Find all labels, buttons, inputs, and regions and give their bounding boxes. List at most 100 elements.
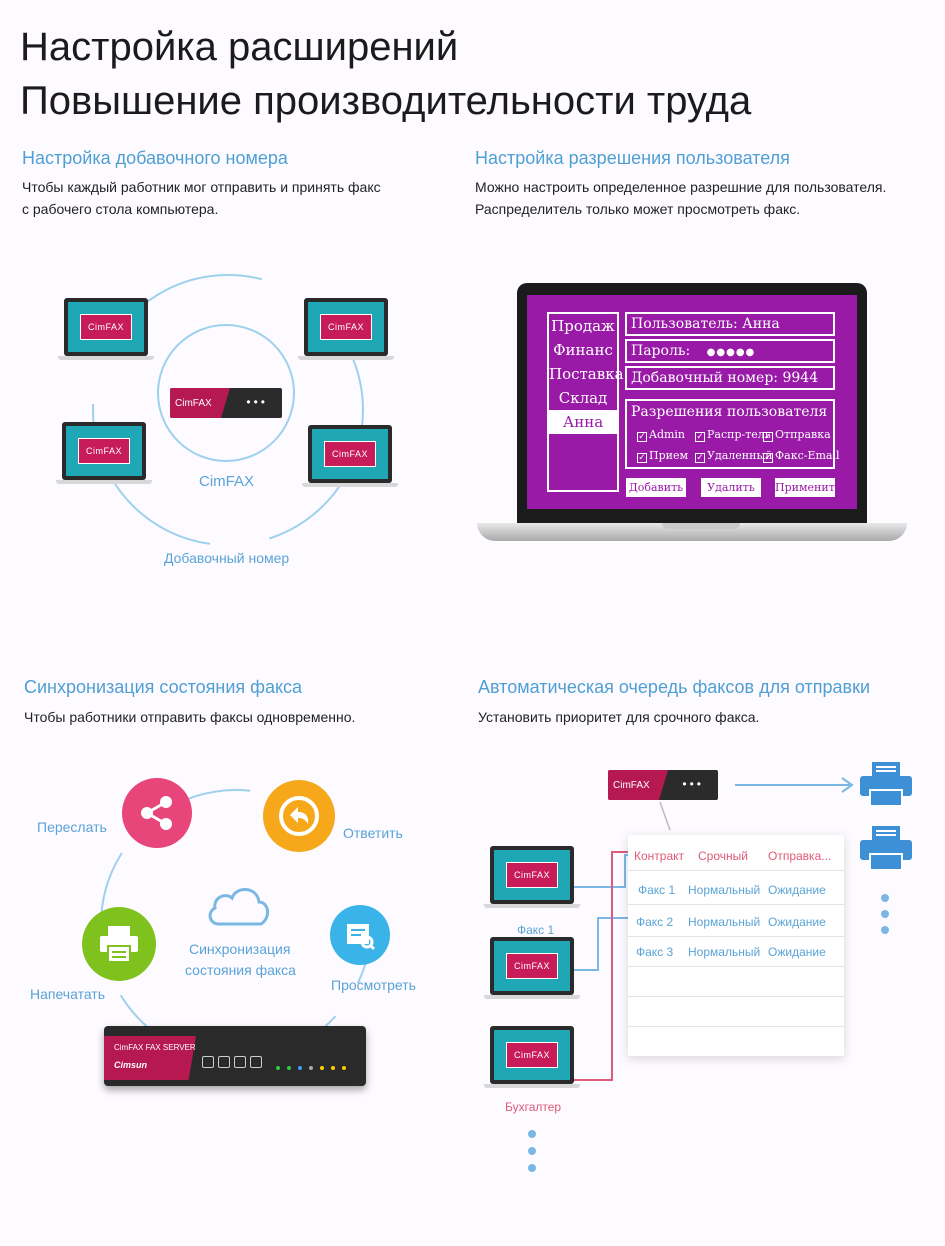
perm-fax-email-checkbox[interactable]: ✓Факс-Email [763, 449, 840, 463]
perm-admin-checkbox[interactable]: ✓Admin [637, 428, 686, 442]
queue-cell-name: Факс 1 [638, 883, 676, 897]
ext-laptop-1: CimFAX [58, 298, 154, 360]
ext-laptop-3: CimFAX [56, 422, 152, 484]
password-field[interactable]: Пароль: ●●●●● [625, 339, 835, 363]
queue-row[interactable]: Факс 1 Нормальный Ожидание [628, 875, 844, 905]
sync-section-title: Синхронизация состояния факса [24, 677, 303, 697]
password-mask: ●●●●● [706, 347, 756, 358]
ext-outer-label: Добавочный номер [164, 550, 290, 566]
laptop-screen: Продаж Финанс Поставка Склад Анна Пользо… [517, 283, 867, 523]
ext-diagram-circles [92, 274, 364, 546]
cimfax-logo: CimFAX [505, 862, 558, 888]
cimfax-logo: CimFAX [505, 1042, 558, 1068]
cimfax-logo: CimFAX [77, 438, 130, 464]
cimfax-logo: CimFAX [505, 953, 558, 979]
perm-remote-checkbox[interactable]: ✓Удаленный [695, 449, 773, 463]
cimfax-logo: CimFAX [323, 441, 376, 467]
more-dot [528, 1147, 536, 1155]
perm-admin-label: Admin [649, 428, 686, 441]
queue-row-empty [628, 1027, 844, 1057]
add-button[interactable]: Добавить [626, 478, 686, 497]
perm-receive-label: Прием [649, 449, 689, 462]
fax-server-text: FAX SERVER [145, 1043, 196, 1052]
menu-item-supply[interactable]: Поставка [549, 365, 624, 383]
permissions-box: Разрешения пользователя ✓Admin ✓Распр-те… [625, 399, 840, 469]
apply-button[interactable]: Применить [775, 478, 841, 497]
queue-row[interactable]: Факс 3 Нормальный Ожидание [628, 937, 844, 967]
delete-button[interactable]: Удалить [701, 478, 761, 497]
forward-label: Переслать [37, 819, 107, 835]
perm-distributor-label: Распр-тель [707, 428, 771, 441]
user-settings-window: Продаж Финанс Поставка Склад Анна Пользо… [527, 295, 857, 509]
cimsun-logo: Cimsun [114, 1060, 148, 1070]
perm-send-label: Отправка [775, 428, 831, 441]
fax-server-badge [104, 1036, 196, 1080]
perm-send-checkbox[interactable]: ✓Отправка [763, 428, 831, 442]
ext-section-desc2: с рабочего стола компьютера. [22, 201, 219, 217]
user-field[interactable]: Пользователь: Анна [625, 312, 835, 336]
queue-cell-priority: Нормальный [688, 945, 761, 959]
sync-center-line1: Синхронизация [189, 941, 291, 957]
queue-cell-status: Отправка... [768, 849, 832, 863]
ext-section-desc1: Чтобы каждый работник мог отправить и пр… [22, 179, 381, 195]
menu-item-warehouse[interactable]: Склад [558, 389, 608, 407]
cloud-icon [208, 888, 269, 926]
menu-item-finance[interactable]: Финанс [553, 341, 613, 359]
more-dot [528, 1164, 536, 1172]
device-buttons [202, 1056, 264, 1068]
share-icon [122, 778, 192, 848]
perm-distributor-checkbox[interactable]: ✓Распр-тель [695, 428, 771, 442]
print-icon [82, 907, 156, 981]
queue-cell-status: Ожидание [768, 883, 826, 897]
fax1-label: Факс 1 [517, 923, 555, 937]
sync-section-desc: Чтобы работники отправить факсы одноврем… [24, 709, 356, 725]
menu-item-sales[interactable]: Продаж [551, 317, 615, 335]
more-dot [881, 910, 889, 918]
main-title-line2: Повышение производительности труда [20, 79, 752, 123]
queue-cell-name: Контракт [634, 849, 685, 863]
fax-server-logo: CimFAX [114, 1043, 144, 1052]
fax-queue-panel: Контракт Срочный Отправка... Факс 1 Норм… [628, 835, 844, 1057]
printer-icon [860, 762, 912, 808]
accountant-label: Бухгалтер [505, 1100, 562, 1114]
queue-cell-status: Ожидание [768, 945, 826, 959]
queue-laptop-fax2: CimFAX [484, 937, 580, 999]
queue-section-desc: Установить приоритет для срочного факса. [478, 709, 760, 725]
perm-remote-label: Удаленный [707, 449, 773, 462]
queue-cell-name: Факс 3 [636, 945, 674, 959]
reply-label: Ответить [343, 825, 403, 841]
department-menu: Продаж Финанс Поставка Склад Анна [547, 312, 624, 492]
queue-cell-priority: Нормальный [688, 915, 761, 929]
queue-row-empty [628, 967, 844, 997]
queue-row-empty [628, 997, 844, 1027]
menu-item-anna[interactable]: Анна [549, 410, 617, 434]
cimfax-logo: CimFAX [79, 314, 132, 340]
cimfax-logo: CimFAX [319, 314, 372, 340]
ext-section-title: Настройка добавочного номера [22, 148, 288, 168]
main-title-line1: Настройка расширений [20, 25, 459, 69]
laptop-base [477, 523, 907, 541]
queue-cell-priority: Нормальный [688, 883, 761, 897]
reply-icon [263, 780, 335, 852]
cimfax-device-queue: CimFAX ••• [608, 770, 718, 800]
queue-cell-name: Факс 2 [636, 915, 674, 929]
perm-section-desc1: Можно настроить определенное разрешние д… [475, 179, 887, 195]
more-dot [881, 926, 889, 934]
device-logo: CimFAX [608, 770, 668, 800]
queue-row[interactable]: Факс 2 Нормальный Ожидание [628, 907, 844, 937]
view-label: Просмотреть [331, 977, 416, 993]
queue-cell-priority: Срочный [698, 849, 748, 863]
extension-field[interactable]: Добавочный номер: 9944 [625, 366, 835, 390]
more-dot [528, 1130, 536, 1138]
cimfax-device-small: CimFAX ••• [170, 388, 282, 418]
perm-receive-checkbox[interactable]: ✓Прием [637, 449, 689, 463]
perm-section-desc2: Распределитель только может просмотреть … [475, 201, 801, 217]
view-icon [330, 905, 390, 965]
more-dot [881, 894, 889, 902]
queue-row-urgent[interactable]: Контракт Срочный Отправка... [628, 841, 844, 871]
queue-laptop-accountant: CimFAX [484, 1026, 580, 1088]
ext-laptop-2: CimFAX [298, 298, 394, 360]
sync-center-line2: состояния факса [185, 962, 296, 978]
password-label: Пароль: [631, 343, 691, 359]
device-leds [276, 1066, 346, 1070]
